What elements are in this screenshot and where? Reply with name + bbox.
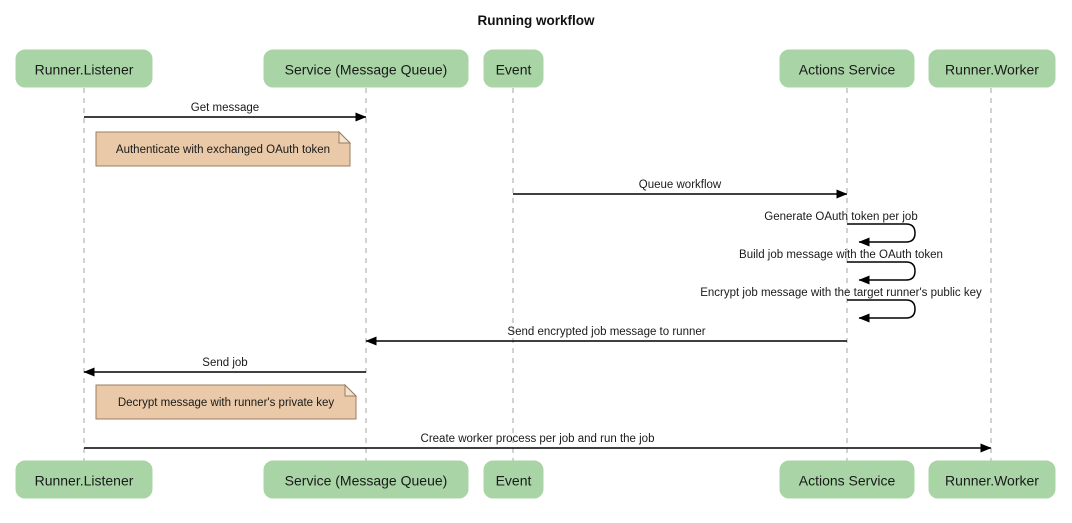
participant-box (779, 49, 915, 88)
message-label: Generate OAuth token per job (764, 211, 917, 223)
message-create-worker-process[interactable]: Create worker process per job and run th… (84, 433, 992, 453)
participant-label: Actions Service (799, 473, 896, 489)
message-label: Send encrypted job message to runner (507, 326, 705, 338)
participant-box (15, 460, 153, 499)
participant-box (15, 49, 153, 88)
message-build-job-message[interactable]: Build job message with the OAuth token (739, 249, 943, 285)
participant-label: Runner.Worker (945, 62, 1039, 78)
message-send-job[interactable]: Send job (83, 357, 366, 377)
message-queue-workflow[interactable]: Queue workflow (513, 179, 848, 199)
participant-box (263, 49, 469, 88)
message-label: Create worker process per job and run th… (421, 433, 655, 445)
participant-label: Runner.Worker (945, 473, 1039, 489)
participant-event-top[interactable]: Event (483, 49, 544, 88)
message-encrypt-job-message[interactable]: Encrypt job message with the target runn… (700, 287, 982, 323)
participant-label: Service (Message Queue) (285, 62, 448, 78)
participant-label: Service (Message Queue) (285, 473, 448, 489)
message-label: Queue workflow (639, 179, 722, 191)
participant-label: Event (496, 473, 532, 489)
note-fold-corner-icon (338, 130, 352, 144)
participant-box (928, 49, 1056, 88)
participant-service-message-queue-bottom[interactable]: Service (Message Queue) (263, 460, 469, 499)
participant-runner-worker-bottom[interactable]: Runner.Worker (928, 460, 1056, 499)
note-decrypt-note: Decrypt message with runner's private ke… (95, 383, 358, 420)
self-loop-path (847, 261, 916, 285)
participant-actions-service-bottom[interactable]: Actions Service (779, 460, 915, 499)
note-body (95, 131, 351, 167)
participant-actions-service-top[interactable]: Actions Service (779, 49, 915, 88)
participant-runner-worker-top[interactable]: Runner.Worker (928, 49, 1056, 88)
self-loop-path (847, 299, 916, 323)
participant-service-message-queue-top[interactable]: Service (Message Queue) (263, 49, 469, 88)
message-label: Encrypt job message with the target runn… (700, 287, 982, 299)
participant-box (928, 460, 1056, 499)
note-body (95, 384, 357, 420)
participant-label: Actions Service (799, 62, 896, 78)
message-generate-oauth-token-per-job[interactable]: Generate OAuth token per job (764, 211, 918, 247)
message-label: Get message (191, 102, 259, 114)
note-authenticate-note: Authenticate with exchanged OAuth token (95, 130, 352, 167)
participant-label: Runner.Listener (35, 473, 134, 489)
participant-box (483, 49, 544, 88)
participant-event-bottom[interactable]: Event (483, 460, 544, 499)
participant-box (483, 460, 544, 499)
message-get-message[interactable]: Get message (84, 102, 367, 122)
participant-label: Runner.Listener (35, 62, 134, 78)
lifelines-layer (83, 88, 992, 461)
participant-runner-listener-bottom[interactable]: Runner.Listener (15, 460, 153, 499)
participant-box (779, 460, 915, 499)
participant-label: Event (496, 62, 532, 78)
note-label: Decrypt message with runner's private ke… (118, 397, 335, 409)
self-loop-path (847, 223, 916, 247)
participant-box (263, 460, 469, 499)
note-label: Authenticate with exchanged OAuth token (116, 144, 330, 156)
participant-runner-listener-top[interactable]: Runner.Listener (15, 49, 153, 88)
note-fold-corner-icon (344, 383, 358, 397)
message-send-encrypted-job-message[interactable]: Send encrypted job message to runner (365, 326, 847, 346)
notes-layer: Authenticate with exchanged OAuth tokenD… (95, 130, 358, 420)
message-label: Send job (202, 357, 247, 369)
diagram-title: Running workflow (478, 13, 595, 28)
message-label: Build job message with the OAuth token (739, 249, 943, 261)
